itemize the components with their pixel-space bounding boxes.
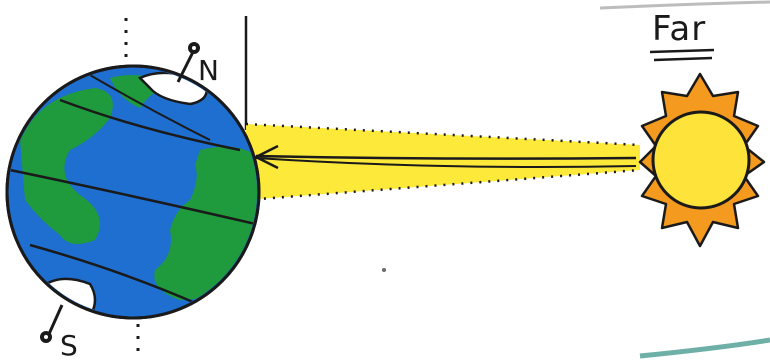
south-pole-label: S (60, 329, 78, 360)
page-edge (600, 2, 770, 8)
far-label: Far (652, 9, 706, 49)
south-pole-marker (40, 305, 62, 343)
sun (640, 74, 764, 246)
page-edge-bottom (640, 340, 770, 356)
far-underline-2 (654, 58, 712, 60)
far-underline-1 (650, 50, 714, 52)
sunlight-beam (246, 124, 640, 200)
north-pole-label: N (198, 54, 219, 87)
sun-core (653, 112, 749, 208)
earth (7, 66, 262, 318)
north-pole-marker (178, 42, 200, 82)
pencil-dot (382, 268, 386, 272)
